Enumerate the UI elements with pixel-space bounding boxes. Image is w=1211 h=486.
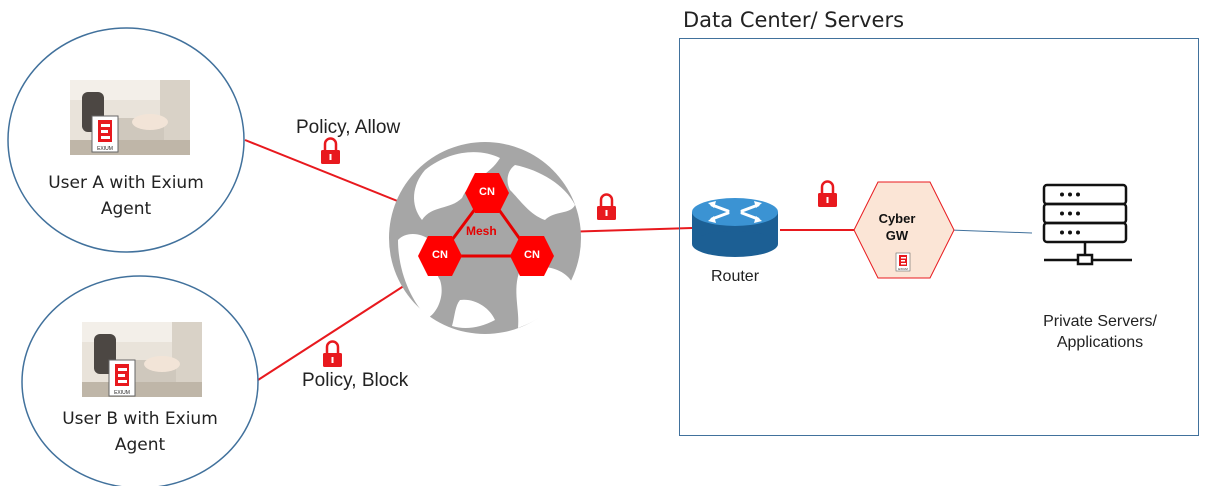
lock-icon-allow: [321, 137, 340, 164]
cn-node-top: [465, 173, 509, 213]
lock-icon-block: [323, 340, 342, 367]
user-b-photo: [82, 322, 202, 397]
datacenter-box: [679, 38, 1199, 436]
router-icon: [692, 198, 778, 257]
link-user-b-to-mesh: [257, 279, 414, 381]
policy-block-label: Policy, Block: [302, 370, 409, 391]
cyber-gateway-logo: [895, 252, 911, 272]
user-b-badge: EXIUM: [114, 390, 130, 396]
cyber-gateway-hexagon: [853, 181, 955, 279]
cyber-gateway-label: Cyber GW: [862, 210, 932, 244]
private-servers-label-line2: Applications: [1056, 334, 1144, 351]
cyber-gateway-label-line2: GW: [885, 228, 909, 243]
cn-node-top-label: CN: [479, 186, 495, 198]
user-a-label-line1: User A with Exium: [48, 173, 204, 193]
policy-allow-label: Policy, Allow: [296, 117, 401, 138]
cyber-gateway-label-line1: Cyber: [878, 211, 916, 226]
link-gateway-to-servers: [949, 229, 1033, 234]
user-b-label-line1: User B with Exium: [62, 409, 218, 429]
datacenter-title: Data Center/ Servers: [683, 8, 905, 32]
cn-node-right-label: CN: [524, 249, 540, 261]
user-a-photo: [70, 80, 190, 155]
server-rack-icon: [1042, 183, 1132, 266]
user-a-label: User A with Exium Agent: [26, 170, 226, 222]
link-user-a-to-mesh: [244, 139, 426, 213]
cn-node-left: [418, 236, 462, 276]
user-a-badge: EXIUM: [97, 146, 113, 152]
router-label: Router: [711, 268, 760, 285]
mesh-label: Mesh: [466, 224, 497, 238]
user-b-label-line2: Agent: [114, 435, 166, 455]
private-servers-label-line1: Private Servers/: [1043, 313, 1157, 330]
cn-node-right: [510, 236, 554, 276]
lock-icon-router-gateway: [818, 180, 837, 207]
user-b-label: User B with Exium Agent: [40, 406, 240, 458]
private-servers-label: Private Servers/ Applications: [1005, 311, 1195, 353]
link-mesh-to-router: [561, 227, 693, 233]
cyber-gateway-badge: EXIUM: [898, 267, 908, 271]
server-status-dots: [1060, 192, 1080, 235]
user-a-label-line2: Agent: [100, 199, 152, 219]
lock-icon-mesh-router: [597, 193, 616, 220]
globe-icon: [389, 142, 581, 334]
cn-node-left-label: CN: [432, 249, 448, 261]
mesh-triangle: [437, 190, 535, 258]
